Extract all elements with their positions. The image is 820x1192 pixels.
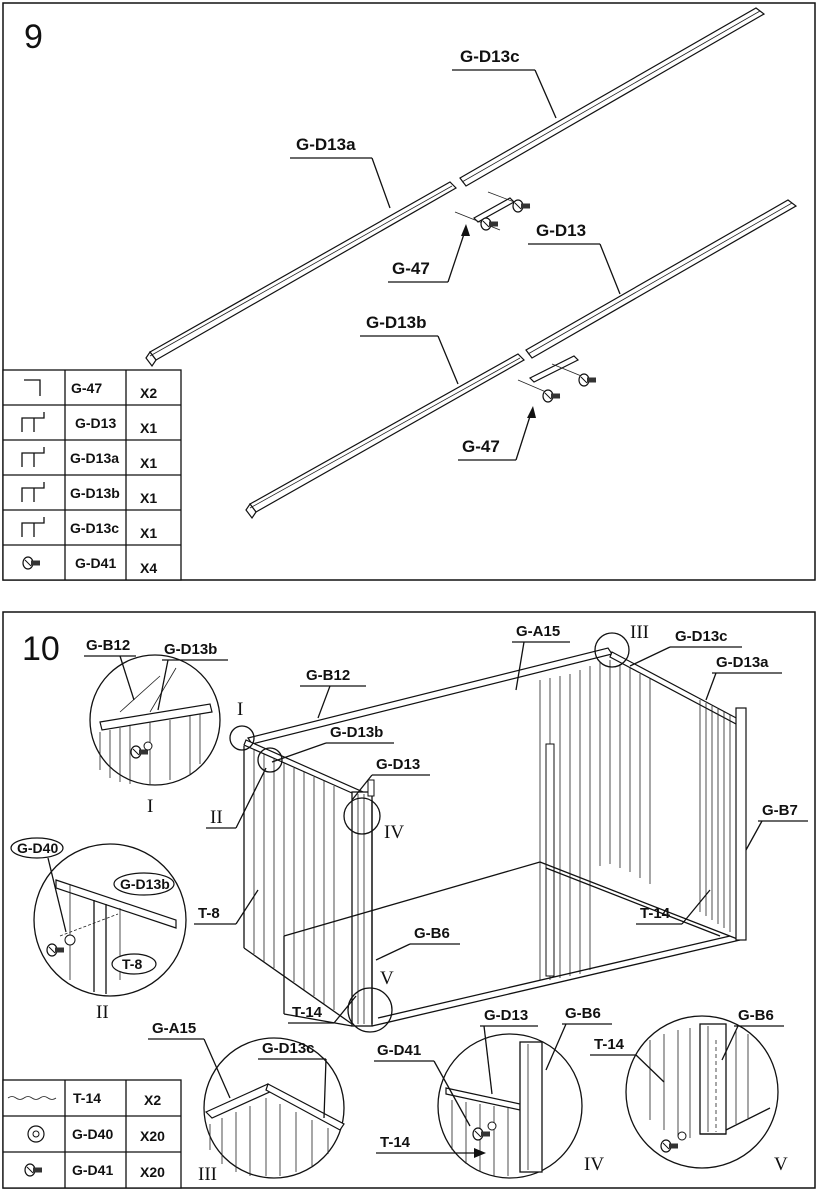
label-g-d13b: G-D13b [366,313,426,332]
detail-v-label-t-14: T-14 [594,1036,625,1053]
label-roman-v: V [380,968,394,989]
label-g-47-lower: G-47 [462,437,500,456]
detail-i-label-g-b12: G-B12 [86,637,130,654]
label-t-14-left: T-14 [292,1004,323,1021]
detail-i-label-g-d13b: G-D13b [164,641,217,658]
callout-circle-i [229,725,255,751]
rail-profile-icon [21,412,45,432]
part-name: G-D41 [75,555,116,571]
label-g-47-upper: G-47 [392,259,430,278]
connector-lower [517,355,597,403]
part-name: T-14 [73,1090,101,1106]
step-number: 10 [22,630,60,668]
detail-iv-label-g-d41: G-D41 [377,1042,421,1059]
part-qty: X2 [144,1092,161,1108]
detail-v: G-B6 T-14 V [590,1007,788,1175]
label-t-8: T-8 [198,905,220,922]
step-9-panel: 9 [2,2,816,581]
label-g-d13c: G-D13c [460,47,520,66]
detail-iii-label-g-a15: G-A15 [152,1020,196,1037]
detail-v-label-g-b6: G-B6 [738,1007,774,1024]
label-g-a15: G-A15 [516,623,560,640]
washer-icon [27,1125,45,1143]
shed-frame [243,647,747,1027]
detail-iv-roman: IV [584,1154,604,1175]
parts-table-step-9: G-47 X2 G-D13 X1 G-D13a X1 G-D13b X1 G-D… [2,369,182,581]
bracket-icon [24,379,41,396]
step-number: 9 [24,18,43,56]
part-name: G-D13a [70,450,119,466]
detail-iii: G-A15 G-D13c III [148,1020,345,1185]
rail-profile-icon [21,447,45,467]
rail-g-d13c [459,7,766,187]
detail-i-roman: I [147,796,153,817]
parts-table-step-10: T-14 X2 G-D40 X20 G-D41 X20 [2,1079,182,1189]
detail-ii-roman: II [96,1002,109,1023]
label-roman-iv: IV [384,822,404,843]
detail-iii-roman: III [198,1164,217,1185]
label-g-b6: G-B6 [414,925,450,942]
label-g-b7: G-B7 [762,802,798,819]
label-g-d13b: G-D13b [330,724,383,741]
part-qty: X1 [140,490,157,506]
part-name: G-D13b [70,485,120,501]
detail-ii-label-g-d13b: G-D13b [120,876,170,892]
part-qty: X1 [140,525,157,541]
tape-strip-icon [7,1096,57,1100]
label-g-d13c: G-D13c [675,628,728,645]
detail-iii-label-g-d13c: G-D13c [262,1040,315,1057]
part-name: G-47 [71,380,102,396]
part-qty: X4 [140,560,157,576]
part-name: G-D41 [72,1162,113,1178]
detail-ii-label-g-d40: G-D40 [17,840,58,856]
detail-iv-label-g-b6: G-B6 [565,1005,601,1022]
part-name: G-D40 [72,1126,113,1142]
detail-iv: G-D13 G-B6 G-D41 T-14 IV [374,1005,612,1179]
part-qty: X2 [140,385,157,401]
callout-circle-iv [343,797,381,835]
detail-ii-label-t-8: T-8 [122,956,142,972]
part-name: G-D13 [75,415,116,431]
rail-g-d13b [245,353,525,520]
detail-i: G-B12 G-D13b I [84,637,228,817]
rail-g-d13 [525,199,798,359]
rail-profile-icon [21,482,45,502]
part-name: G-D13c [70,520,119,536]
detail-ii: G-D40 G-D13b T-8 II [10,837,187,1023]
label-g-d13: G-D13 [536,221,586,240]
label-g-d13a: G-D13a [716,654,769,671]
label-roman-i: I [237,699,243,720]
label-roman-ii: II [210,807,223,828]
rail-profile-icon [21,517,45,537]
label-roman-iii: III [630,622,649,643]
label-t-14-right: T-14 [640,905,671,922]
callout-circle-v [347,987,393,1033]
part-qty: X1 [140,420,157,436]
detail-iv-label-t-14: T-14 [380,1134,411,1151]
label-g-b12: G-B12 [306,667,350,684]
part-qty: X20 [140,1164,165,1180]
part-qty: X1 [140,455,157,471]
callout-circle-ii [257,747,283,773]
rail-g-d13a [145,181,457,368]
callout-circle-iii [594,632,630,668]
detail-iv-label-g-d13: G-D13 [484,1007,528,1024]
part-qty: X20 [140,1128,165,1144]
detail-v-roman: V [774,1154,788,1175]
step-10-panel: 10 [2,611,816,1189]
connector-upper [454,191,531,231]
label-g-d13: G-D13 [376,756,420,773]
label-g-d13a: G-D13a [296,135,356,154]
